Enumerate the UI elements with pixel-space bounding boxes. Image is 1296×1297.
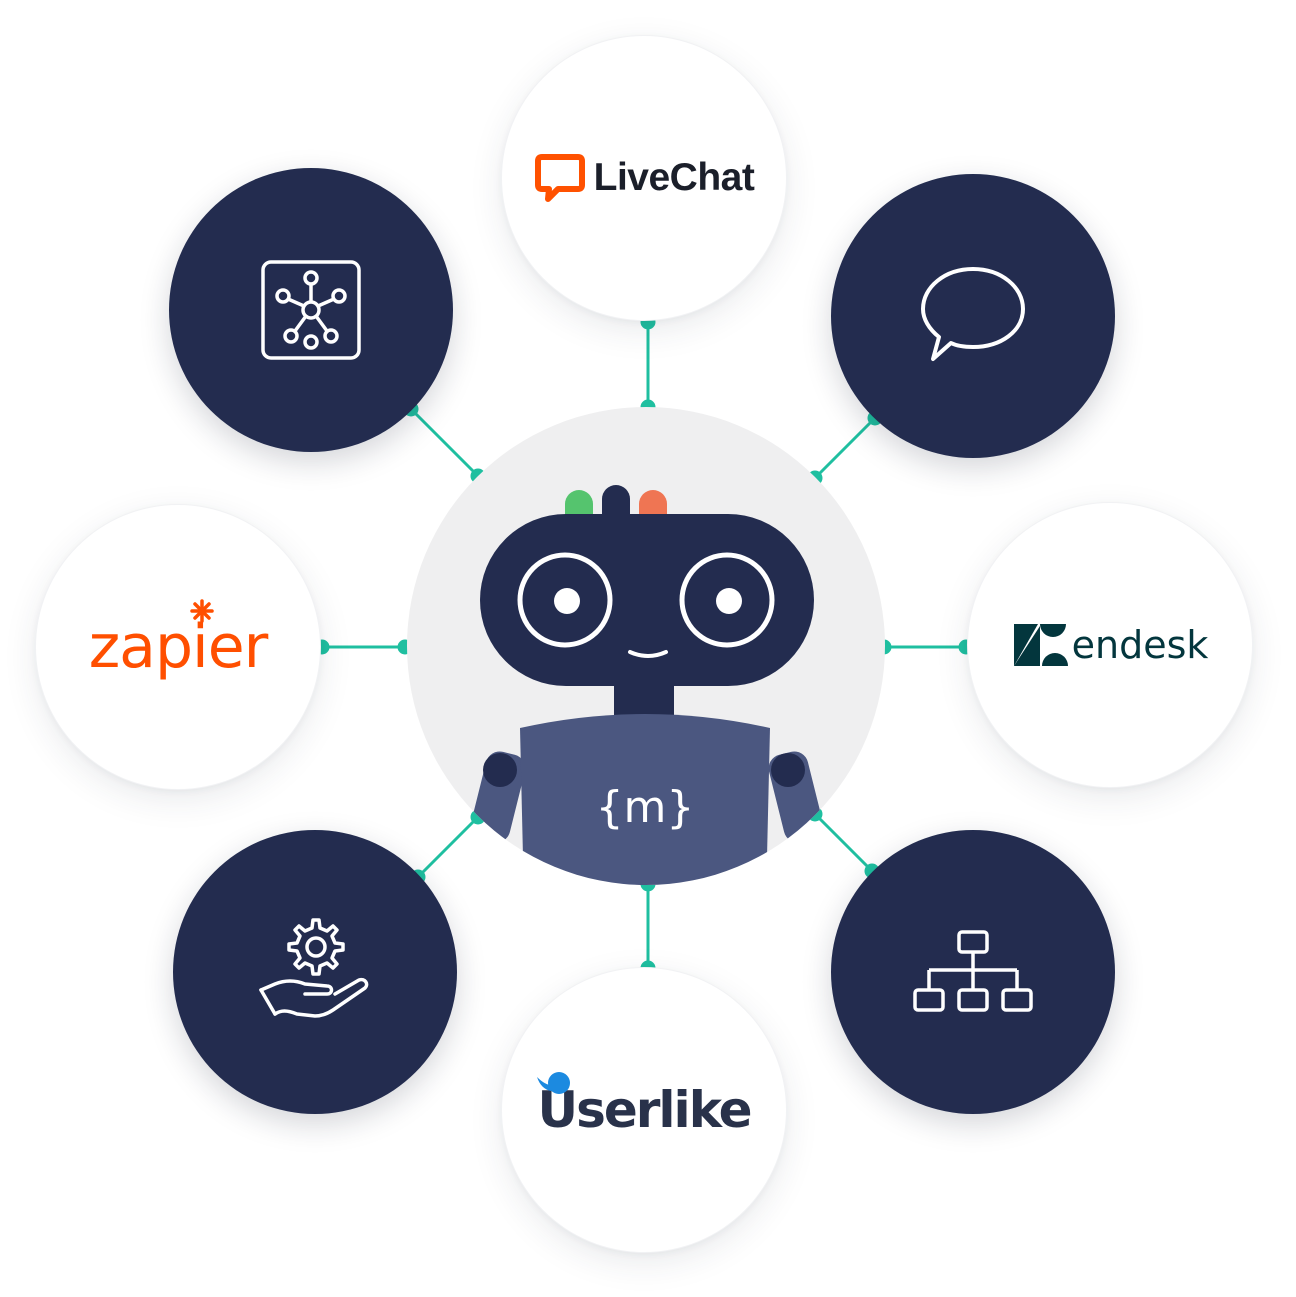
hierarchy-node[interactable]	[831, 830, 1115, 1114]
userlike-label: Userlike	[537, 1081, 752, 1139]
zendesk-label: endesk	[1071, 623, 1209, 667]
service-node[interactable]	[173, 830, 457, 1114]
connector-service	[416, 815, 480, 879]
bot-right-shoulder	[771, 753, 805, 787]
org-chart-icon	[913, 930, 1033, 1012]
livechat-logo-icon	[534, 154, 585, 202]
hub-node[interactable]	[169, 168, 453, 452]
connector-chat	[813, 416, 877, 480]
livechat-label: LiveChat	[593, 156, 755, 199]
connector-hub	[409, 407, 480, 478]
bot-right-pupil	[716, 588, 742, 614]
bot-right-eye	[679, 552, 775, 648]
bot-smile	[628, 650, 668, 658]
zendesk-logo-icon	[1013, 624, 1068, 666]
bot-mascot: {m}	[470, 485, 824, 885]
userlike-logo-icon	[537, 1072, 571, 1094]
zapier-node[interactable]: zapier	[36, 505, 320, 789]
zendesk-node[interactable]: endesk	[968, 503, 1252, 787]
network-hub-icon	[261, 260, 361, 360]
chest-logo: {m}	[596, 782, 695, 833]
speech-bubble-icon	[921, 267, 1025, 361]
connector-hierarchy	[813, 812, 874, 873]
center-node: {m}	[407, 407, 885, 885]
chat-node[interactable]	[831, 174, 1115, 458]
bot-left-pupil	[554, 588, 580, 614]
zapier-logo-icon	[189, 599, 214, 623]
bot-left-eye	[517, 552, 613, 648]
bot-body	[520, 714, 770, 885]
bot-left-shoulder	[483, 753, 517, 787]
hand-gear-icon	[259, 918, 369, 1018]
livechat-node[interactable]: LiveChat	[502, 36, 786, 320]
userlike-node[interactable]: Userlike	[502, 968, 786, 1252]
bot-head	[480, 514, 814, 686]
zapier-label: zapier	[88, 612, 269, 682]
